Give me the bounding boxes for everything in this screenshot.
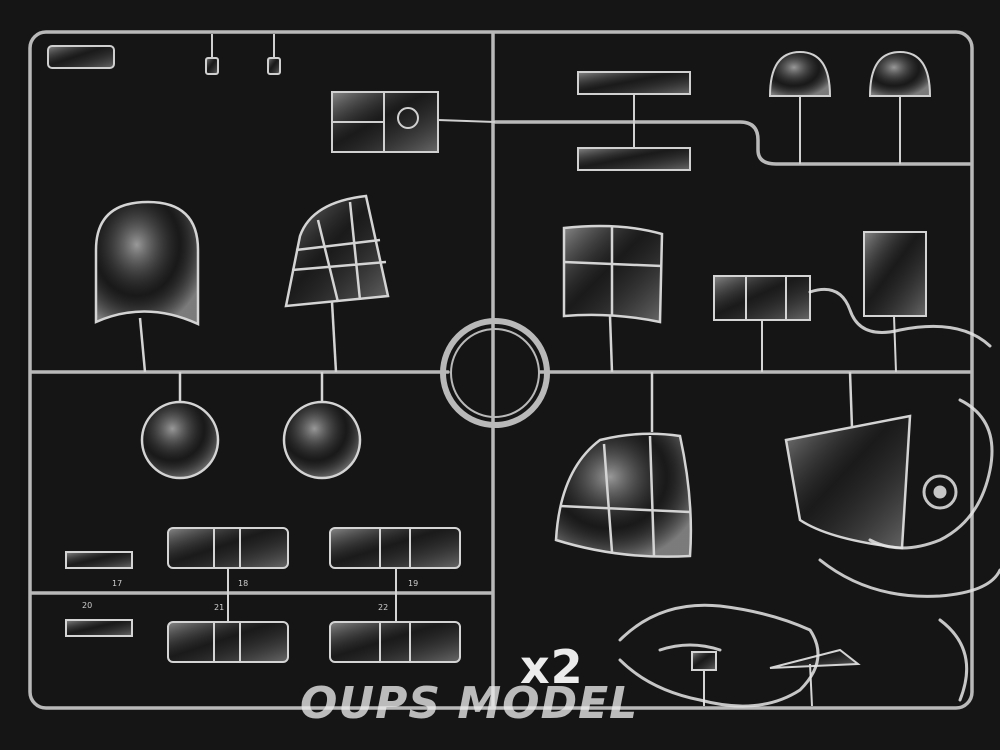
side-glazing xyxy=(784,371,912,550)
curved-panel xyxy=(562,224,664,373)
canopy-left xyxy=(94,200,200,373)
quantity-label: x2 xyxy=(520,640,584,694)
part-number-label: 17 xyxy=(112,579,122,588)
small-domes xyxy=(768,50,932,164)
window-strips xyxy=(577,71,691,171)
cartoon-mascot-watermark xyxy=(618,287,1000,708)
top-left-tabs xyxy=(47,34,281,75)
nose-glazing xyxy=(554,372,693,558)
window-frames-lower xyxy=(65,527,461,663)
upright-panel xyxy=(863,231,927,373)
part-number-label: 21 xyxy=(214,603,224,612)
framed-canopy xyxy=(284,194,390,373)
three-pane-window xyxy=(713,275,811,372)
part-number-label: 22 xyxy=(378,603,388,612)
brand-watermark: OUPS MODEL xyxy=(300,678,639,729)
sprue-runners xyxy=(28,30,974,710)
windscreen-panel xyxy=(331,91,496,153)
part-number-labels: 17 18 19 20 21 22 xyxy=(82,579,418,612)
round-lenses xyxy=(140,372,362,480)
small-parts-bottom xyxy=(691,648,861,707)
part-number-label: 18 xyxy=(238,579,248,588)
part-number-label: 19 xyxy=(408,579,418,588)
part-number-label: 20 xyxy=(82,601,92,610)
